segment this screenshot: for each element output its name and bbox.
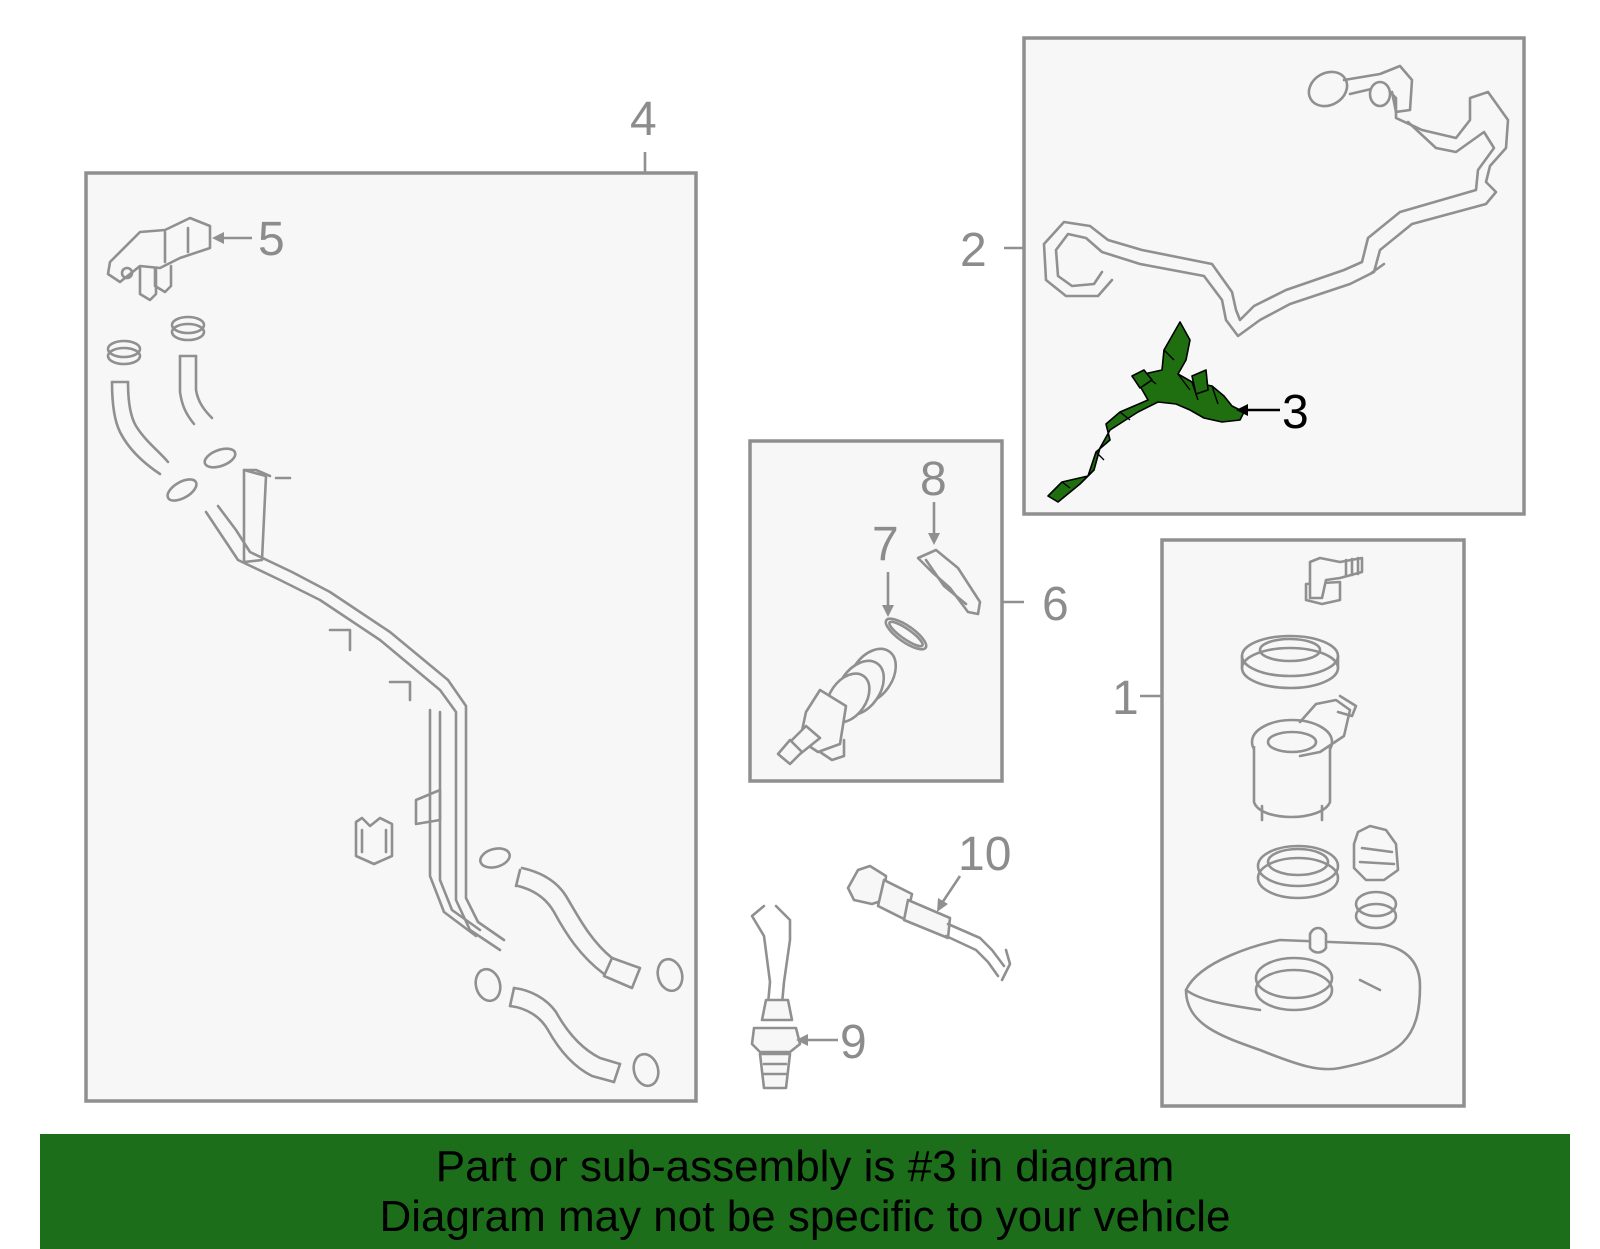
part-2-wiring-harness xyxy=(1042,64,1510,338)
part-3-bracket-highlighted[interactable] xyxy=(1047,321,1245,503)
part-5-pressure-sensor[interactable] xyxy=(106,216,212,302)
callout-9[interactable]: 9 xyxy=(840,1016,867,1069)
callout-2[interactable]: 2 xyxy=(960,224,987,277)
part-6-sensor-body[interactable] xyxy=(776,640,906,766)
callout-1[interactable]: 1 xyxy=(1112,672,1139,725)
callout-4[interactable]: 4 xyxy=(630,93,657,146)
clip-bracket xyxy=(354,816,394,866)
callout-7[interactable]: 7 xyxy=(872,518,899,571)
callout-10[interactable]: 10 xyxy=(958,828,1011,881)
part-1-pump-assembly[interactable] xyxy=(1184,556,1422,1071)
callout-8[interactable]: 8 xyxy=(920,453,947,506)
callout-6[interactable]: 6 xyxy=(1042,578,1069,631)
group-2-wiring: 2 3 xyxy=(960,36,1526,516)
banner-line-1: Part or sub-assembly is #3 in diagram xyxy=(435,1141,1175,1191)
evap-tube xyxy=(204,468,506,952)
callout-3[interactable]: 3 xyxy=(1282,386,1309,439)
part-10-sensor[interactable] xyxy=(846,864,1012,982)
banner-line-2: Diagram may not be specific to your vehi… xyxy=(379,1191,1231,1241)
part-9-sensor[interactable] xyxy=(750,904,802,1090)
group-4-box xyxy=(84,171,698,1103)
group-4-evap-lines: 4 5 xyxy=(84,93,698,1103)
group-6-box xyxy=(748,439,1004,783)
lower-hoses xyxy=(474,847,684,1088)
part-7-o-ring[interactable] xyxy=(882,614,930,655)
callout-5[interactable]: 5 xyxy=(258,213,285,266)
group-1-fuel-pump: 1 xyxy=(1112,538,1466,1108)
group-6-sensor: 6 8 7 xyxy=(748,439,1069,783)
info-banner: Part or sub-assembly is #3 in diagram Di… xyxy=(40,1134,1570,1249)
part-8-clip[interactable] xyxy=(916,548,982,616)
upper-hoses xyxy=(106,315,237,502)
